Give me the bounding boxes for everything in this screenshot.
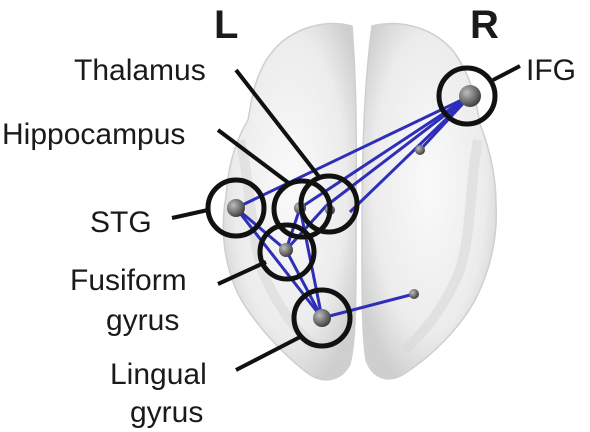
- leader-thalamus: [234, 68, 322, 180]
- right-hemisphere-label: R: [470, 3, 499, 47]
- connection-hippocampus-fusiform: [284, 207, 302, 251]
- ring-hippocampus: [271, 178, 333, 240]
- node-ifg: [459, 85, 481, 107]
- connection-fusiform-lingual: [284, 249, 324, 319]
- node-stg: [227, 199, 245, 217]
- left-hemisphere-label: L: [214, 3, 238, 47]
- connection-ifg-node: [418, 94, 472, 152]
- leader-ifg: [492, 64, 521, 82]
- leader-lines: [171, 64, 521, 372]
- label-fusiform-line2: gyrus: [106, 304, 179, 337]
- node-right-medial: [415, 145, 425, 155]
- connection-ifg-hippocampus: [299, 94, 471, 210]
- leader-hippocampus: [216, 128, 292, 186]
- label-lingual-line2: gyrus: [130, 396, 203, 429]
- right-hemisphere: [361, 22, 498, 380]
- node-lingual: [313, 309, 331, 327]
- region-rings: [205, 65, 498, 349]
- leader-stg: [171, 208, 209, 220]
- connection-thalamus-fusiform: [284, 204, 328, 252]
- ring-fusiform: [257, 222, 317, 282]
- ring-thalamus: [298, 173, 360, 235]
- ring-stg: [205, 177, 267, 239]
- ring-lingual: [291, 287, 353, 349]
- connection-stg-fusiform: [235, 206, 287, 252]
- connection-ifg-stg: [235, 94, 471, 210]
- right-temporal-shading: [400, 139, 483, 354]
- leader-fusiform: [217, 260, 267, 286]
- node-fusiform: [279, 243, 293, 257]
- label-thalamus: Thalamus: [74, 54, 206, 87]
- label-stg: STG: [90, 206, 152, 239]
- label-hippocampus: Hippocampus: [2, 118, 185, 151]
- node-right-posterior: [409, 289, 419, 299]
- leader-lingual: [235, 334, 303, 372]
- connection-lingual-right: [321, 292, 415, 320]
- ring-ifg: [436, 65, 498, 127]
- label-fusiform-line1: Fusiform: [70, 264, 187, 297]
- connection-stg-lingual: [234, 207, 324, 319]
- label-lingual-line1: Lingual: [110, 358, 207, 391]
- label-ifg: IFG: [526, 54, 576, 87]
